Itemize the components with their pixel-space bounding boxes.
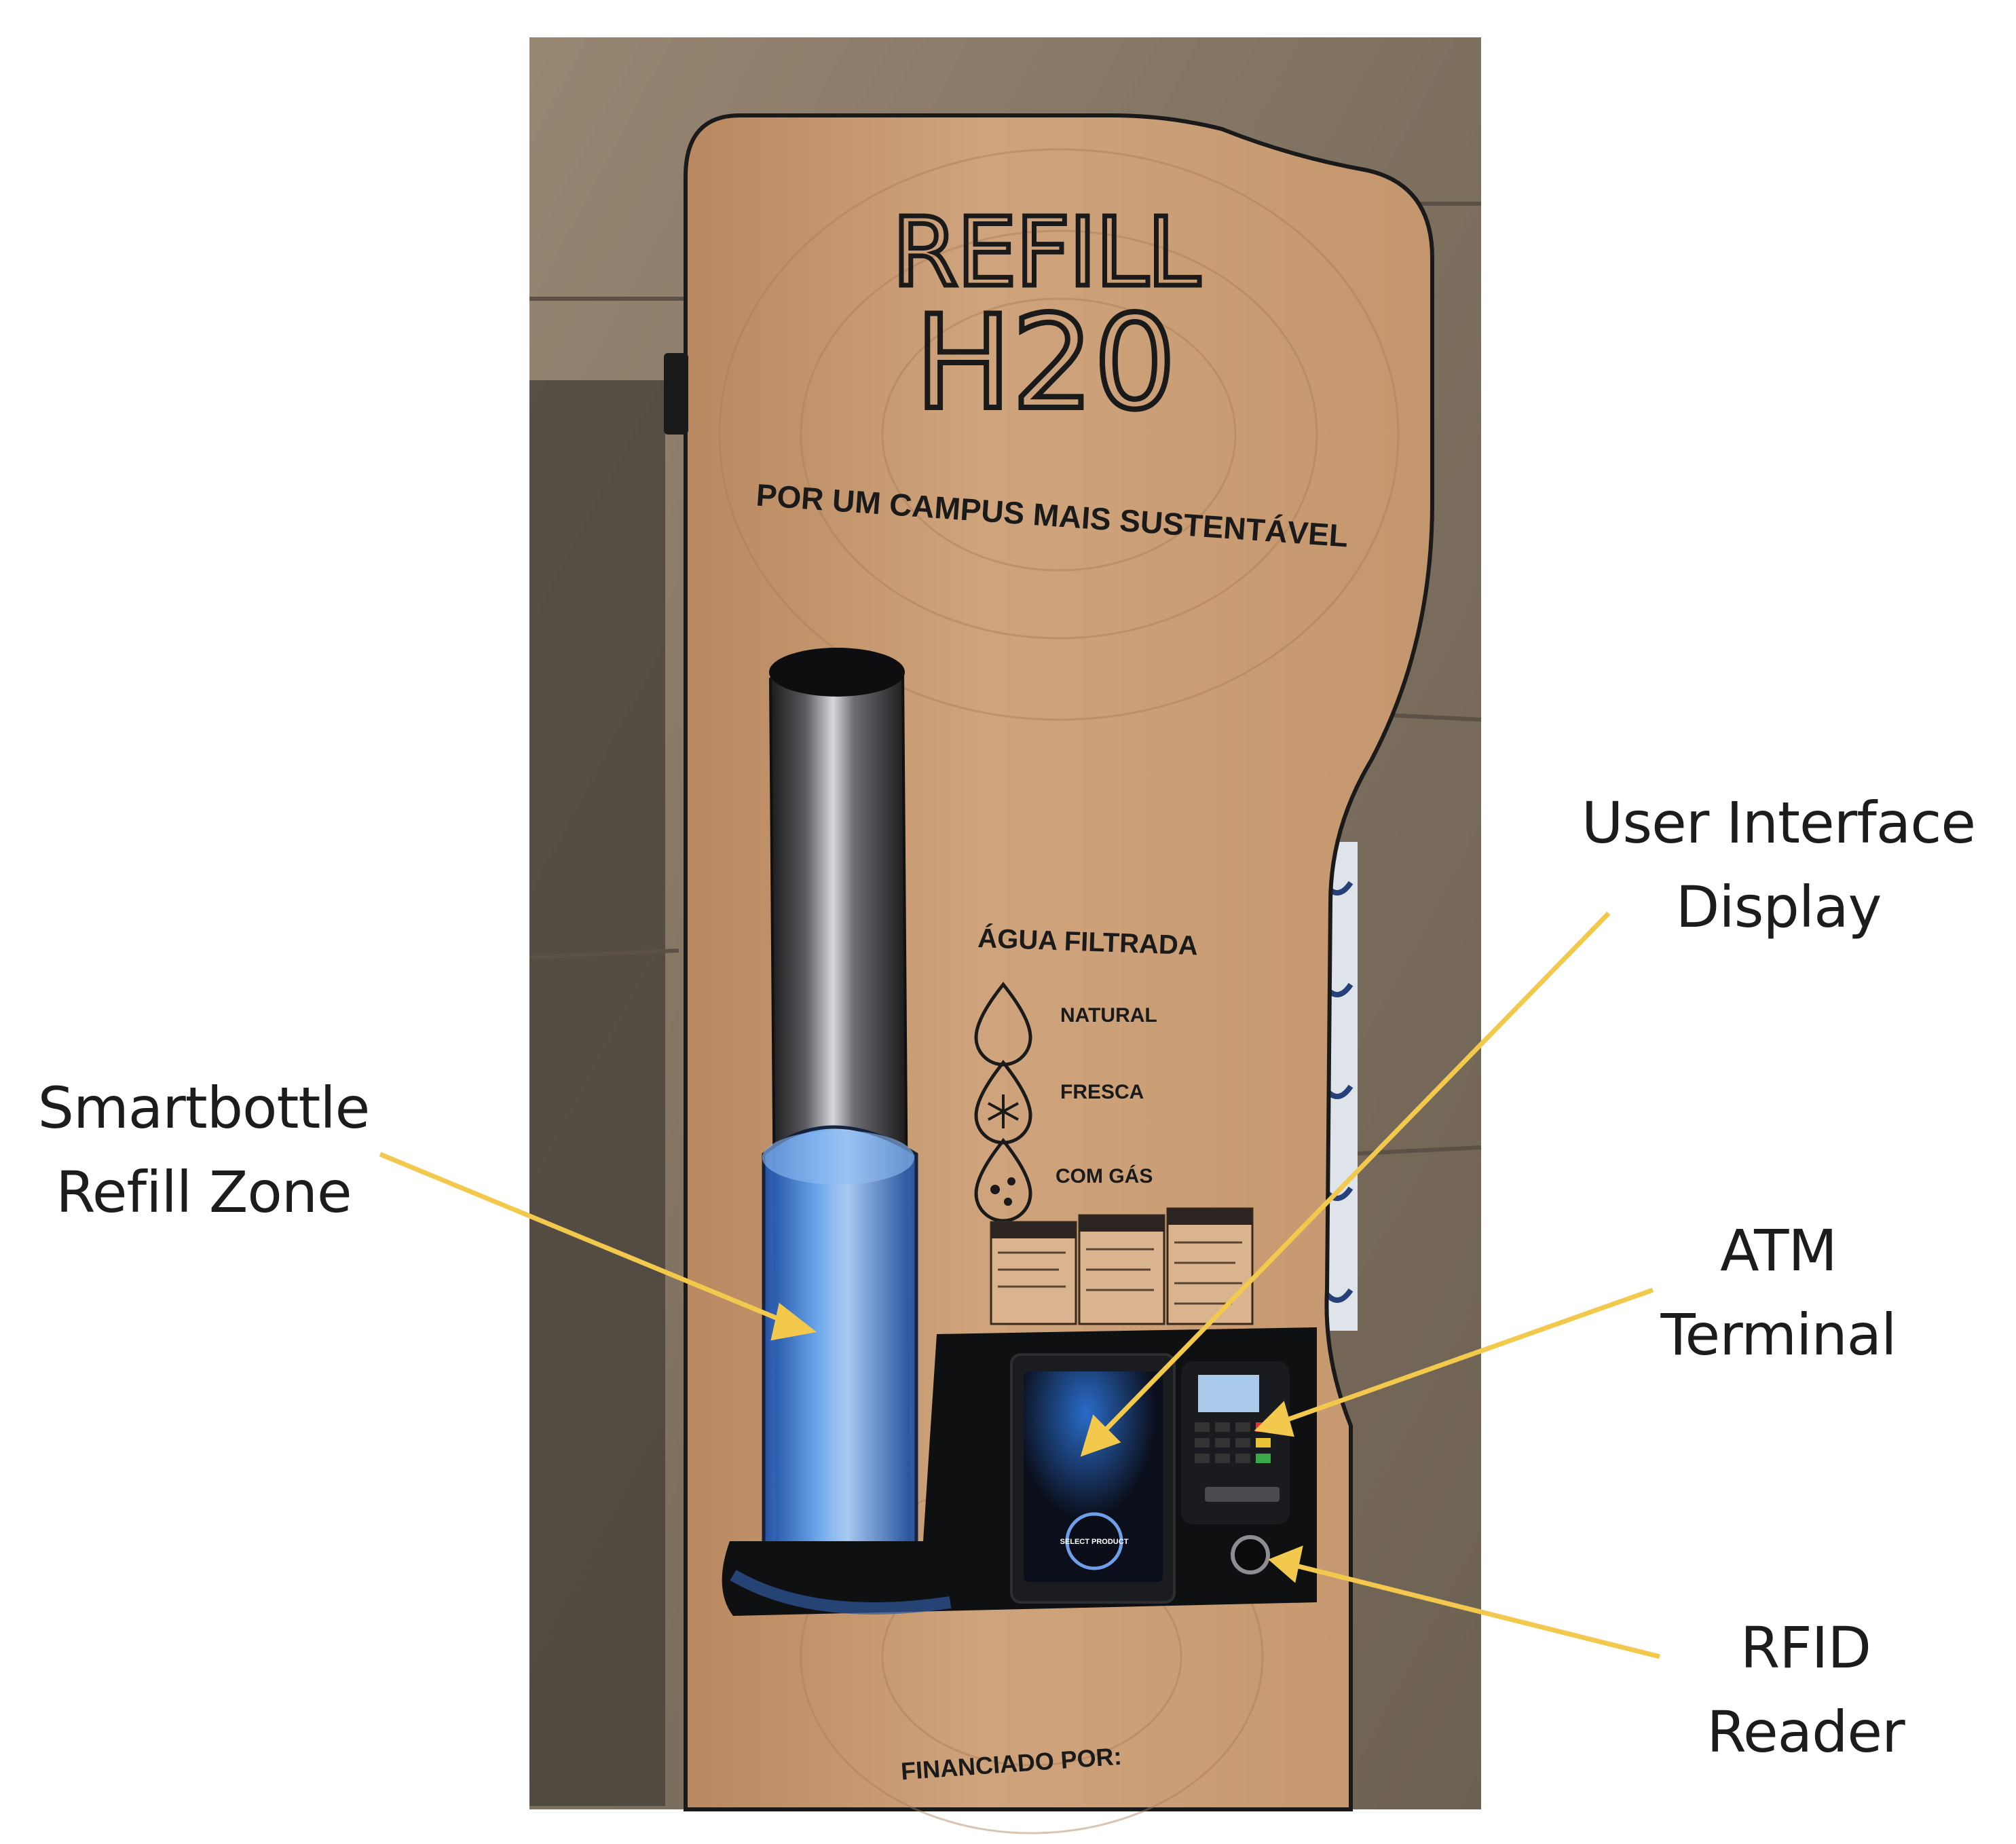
stone-shadow <box>529 380 665 1806</box>
option-com-gas: COM GÁS <box>974 1137 1153 1223</box>
refill-zone-glow <box>762 1125 918 1594</box>
callout-ui-display: User Interface Display <box>1561 781 1996 949</box>
callout-smartbottle: Smartbottle Refill Zone <box>14 1066 394 1234</box>
callout-line: Refill Zone <box>56 1159 352 1225</box>
callout-arrows <box>379 911 1660 1659</box>
callout-line: ATM <box>1720 1217 1837 1284</box>
rfid-reader <box>1231 1535 1270 1574</box>
callout-line: Terminal <box>1660 1302 1897 1368</box>
option-fresca: FRESCA <box>974 1059 1144 1145</box>
arrow-rfid <box>1292 1562 1660 1659</box>
option-label: COM GÁS <box>1056 1164 1153 1187</box>
option-label: NATURAL <box>1060 1004 1157 1027</box>
side-bracket <box>664 353 688 435</box>
callout-line: Smartbottle <box>37 1075 371 1141</box>
select-product-label: SELECT PRODUCT <box>1060 1538 1129 1546</box>
callout-line: Display <box>1675 874 1882 940</box>
callout-rfid: RFID Reader <box>1643 1606 1968 1774</box>
bubbles-drop-icon <box>974 1137 1032 1223</box>
callout-line: RFID <box>1740 1615 1871 1681</box>
atm-screen <box>1198 1375 1259 1412</box>
option-label: FRESCA <box>1060 1081 1144 1103</box>
arrow-atm <box>1278 1287 1654 1425</box>
callout-line: Reader <box>1706 1699 1905 1765</box>
arrow-ui-display <box>1098 911 1611 1438</box>
instruction-cards <box>990 1207 1254 1325</box>
ui-display-screen <box>1024 1371 1163 1582</box>
callout-line: User Interface <box>1581 790 1976 856</box>
brand-line1: REFILL <box>892 198 1200 308</box>
select-product-button <box>1065 1512 1123 1570</box>
brand-line2: H20 <box>915 288 1176 438</box>
arrow-smartbottle <box>379 1151 792 1327</box>
callout-atm: ATM Terminal <box>1616 1209 1941 1377</box>
